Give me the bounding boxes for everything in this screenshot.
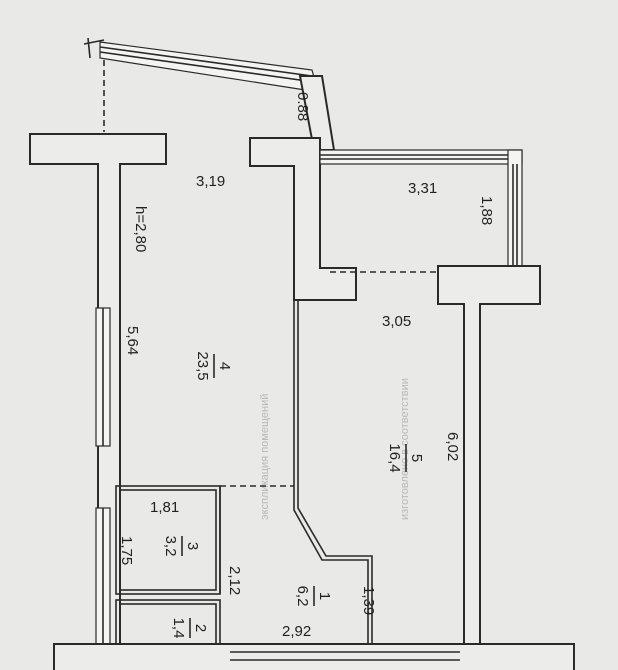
room-labels: 4 23,5 5 16,4 3 3,2 2 1,4 1 6,2 (162, 351, 425, 638)
room-3-number: 3 (184, 542, 201, 550)
ghost-text-2: изготовлено в соответствии (399, 378, 411, 520)
dim-bath-depth: 1,75 (118, 536, 135, 565)
dim-room-side: 1,88 (478, 196, 495, 225)
dim-balcony-top: 3,19 (196, 173, 225, 190)
room-2-number: 2 (192, 624, 209, 632)
room-2-area: 1,4 (170, 618, 187, 639)
bottom-wall (53, 643, 575, 670)
room-5-number: 5 (408, 454, 425, 462)
room-2-label: 2 1,4 (170, 618, 209, 639)
dimension-labels: 3,19 0.88 3,31 1,88 h=2,80 3,05 5,64 6,0… (118, 92, 495, 640)
room-5-label: 5 16,4 (386, 443, 425, 472)
dim-hall-width: 3,05 (382, 313, 411, 330)
dim-corridor-len: 2,12 (226, 566, 243, 595)
dim-balcony-side: 0.88 (294, 92, 311, 121)
partitions (115, 300, 373, 670)
room-3-area: 3,2 (162, 536, 179, 557)
room-1-number: 1 (316, 592, 333, 600)
dim-bath-width: 1,81 (150, 499, 179, 516)
background-print: экспликация помещений изготовлено в соот… (259, 378, 411, 520)
small-room-window (319, 149, 523, 273)
room-4-label: 4 23,5 (194, 351, 233, 380)
room-1-label: 1 6,2 (294, 586, 333, 607)
dim-room-top: 3,31 (408, 180, 437, 197)
dim-bottom-width: 2,92 (282, 623, 311, 640)
room-5-area: 16,4 (386, 443, 403, 472)
dim-left-length: 5,64 (124, 326, 141, 355)
room-4-area: 23,5 (194, 351, 211, 380)
balcony-parapet (83, 37, 319, 132)
dim-right-length: 6,02 (444, 432, 461, 461)
dim-height: h=2,80 (132, 206, 149, 252)
room-4-number: 4 (216, 362, 233, 370)
room-1-area: 6,2 (294, 586, 311, 607)
room-3-label: 3 3,2 (162, 536, 201, 557)
ghost-text-1: экспликация помещений (259, 394, 271, 520)
dim-corridor-side: 1,39 (360, 586, 377, 615)
right-walls (437, 265, 541, 670)
